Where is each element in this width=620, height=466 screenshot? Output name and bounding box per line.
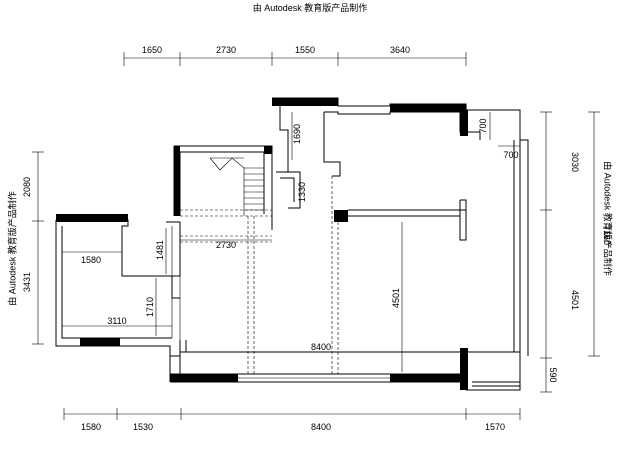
interior-dimensions: 1690 1330 700 700 1481 2730 1580 1710 31… [62, 112, 520, 372]
dim-top-3: 1550 [295, 45, 315, 55]
dim-1690: 1690 [292, 124, 302, 144]
dim-right-4: 590 [548, 367, 558, 382]
dim-top-1: 1650 [142, 45, 162, 55]
watermark-top: 由 Autodesk 教育版产品制作 [252, 3, 368, 13]
dim-top-4: 3640 [390, 45, 410, 55]
dim-1481: 1481 [155, 240, 165, 260]
dim-left-2: 3431 [22, 272, 32, 292]
dim-bottom-2: 1530 [133, 422, 153, 432]
dim-700-horizontal: 700 [503, 150, 518, 160]
dim-8400-inner: 8400 [311, 342, 331, 352]
solid-wall-segments [56, 98, 468, 390]
bottom-dimension-chain: 1580 1530 8400 1570 [63, 408, 521, 432]
dim-3110: 3110 [107, 316, 126, 326]
dim-4501-inner: 4501 [391, 288, 401, 308]
dim-1330: 1330 [297, 182, 307, 202]
dim-right-3: 4501 [570, 290, 580, 310]
right-dimension-chain: 3030 7160 4501 590 [540, 111, 612, 393]
dim-bottom-3: 8400 [311, 422, 331, 432]
dim-top-2: 2730 [216, 45, 236, 55]
dim-left-1: 2080 [22, 177, 32, 197]
dim-1580-inner: 1580 [81, 255, 101, 265]
interior-partitions [166, 140, 515, 352]
dim-700-vertical: 700 [478, 118, 488, 133]
left-dimension-chain: 2080 3431 [22, 151, 44, 345]
beam-dashed-lines [180, 176, 339, 374]
dim-bottom-4: 1570 [485, 422, 505, 432]
top-dimension-chain: 1650 2730 1550 3640 [123, 45, 467, 66]
dim-right-1: 3030 [570, 152, 580, 172]
dim-bottom-1: 1580 [81, 422, 101, 432]
dim-right-2: 7160 [602, 225, 612, 245]
dim-2730-inner: 2730 [216, 240, 236, 250]
dim-1710: 1710 [145, 297, 155, 317]
